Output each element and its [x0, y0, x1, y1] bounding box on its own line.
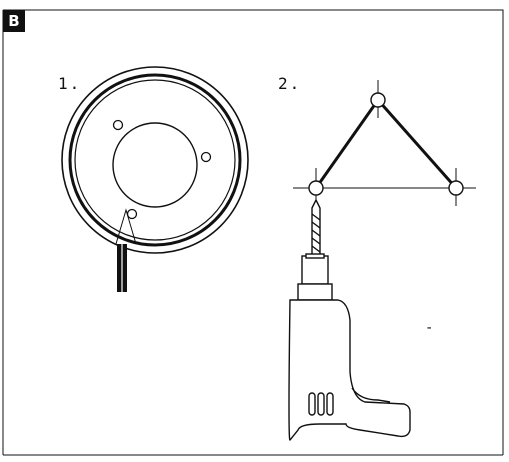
- panel-label-badge: B: [3, 10, 25, 32]
- step-2-number: 2.: [278, 74, 302, 93]
- frame-top-right-border: [3, 9, 504, 455]
- step-1-number: 1.: [58, 74, 82, 93]
- device-mount-disc-icon: [61, 66, 249, 292]
- electric-drill-icon: [288, 198, 411, 441]
- note-mark: -: [425, 320, 434, 336]
- triangle-drill-template-icon: [293, 80, 476, 206]
